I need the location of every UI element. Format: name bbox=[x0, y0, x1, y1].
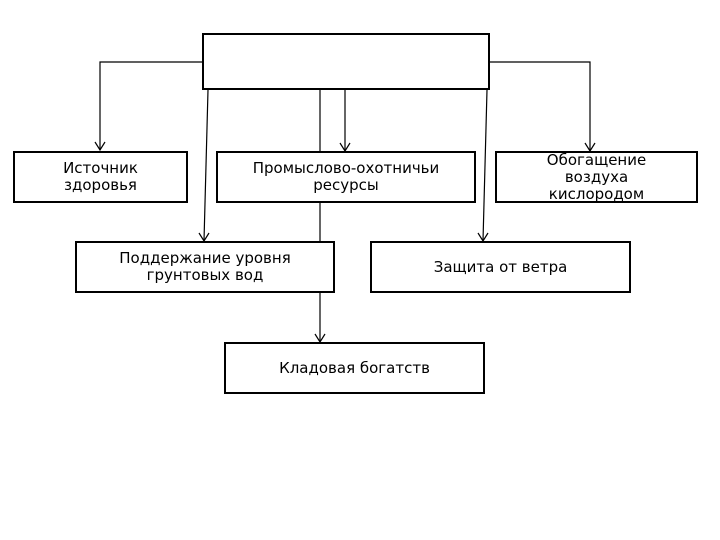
node-oxygen-label: Обогащение воздуха кислородом bbox=[546, 150, 647, 203]
connector-root-groundwater bbox=[203, 89, 209, 242]
node-wind-label: Защита от ветра bbox=[433, 257, 568, 276]
connector-root-oxygen bbox=[489, 61, 591, 151]
node-groundwater: Поддержание уровня грунтовых вод bbox=[75, 241, 335, 293]
node-health: Источник здоровья bbox=[13, 151, 188, 203]
node-oxygen: Обогащение воздуха кислородом bbox=[495, 151, 698, 203]
node-hunting-label: Промыслово-охотничьи ресурсы bbox=[252, 159, 440, 194]
arrowhead-health bbox=[94, 141, 106, 152]
node-health-label: Источник здоровья bbox=[63, 159, 138, 194]
node-treasury: Кладовая богатств bbox=[224, 342, 485, 394]
node-wind: Защита от ветра bbox=[370, 241, 631, 293]
node-treasury-label: Кладовая богатств bbox=[279, 358, 430, 377]
root-box bbox=[202, 33, 490, 90]
connector-root-wind bbox=[482, 89, 488, 242]
node-hunting: Промыслово-охотничьи ресурсы bbox=[216, 151, 476, 203]
node-groundwater-label: Поддержание уровня грунтовых вод bbox=[119, 249, 291, 284]
connector-root-health bbox=[99, 61, 203, 150]
